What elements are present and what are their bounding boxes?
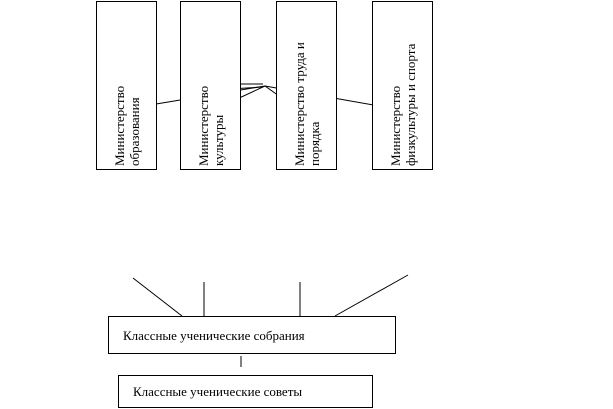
ministry-education-line1: Министерство [111, 85, 127, 166]
connector-line-1 [132, 277, 183, 317]
ministry-sport-line2: физкультуры и спорта [402, 43, 418, 166]
ministry-sport-line1: Министерство [387, 85, 403, 166]
ministry-culture-box: Министерство культуры [180, 1, 241, 170]
ministry-education-box: Министерство образования [96, 1, 157, 170]
ministry-sport-label: Министерство физкультуры и спорта [387, 6, 418, 166]
ministry-culture-line2: культуры [210, 114, 226, 166]
class-assemblies-label: Классные ученические собрания [123, 327, 305, 343]
ministry-culture-line1: Министерство [195, 85, 211, 166]
ministry-labor-label: Министерство труда и порядка [292, 6, 322, 166]
ministry-labor-box: Министерство труда и порядка [276, 1, 337, 170]
connector-line-4 [334, 274, 409, 317]
ministry-education-line2: образования [126, 96, 142, 166]
ministry-culture-label: Министерство культуры [195, 6, 226, 166]
class-councils-box: Классные ученические советы [118, 375, 373, 408]
ministry-labor-line2: порядка [306, 121, 322, 166]
ministry-education-label: Министерство образования [111, 6, 142, 166]
ministry-labor-line1: Министерство труда и [291, 41, 307, 166]
class-assemblies-box: Классные ученические собрания [108, 316, 396, 354]
ministry-sport-box: Министерство физкультуры и спорта [372, 1, 433, 170]
class-councils-label: Классные ученические советы [133, 384, 303, 399]
